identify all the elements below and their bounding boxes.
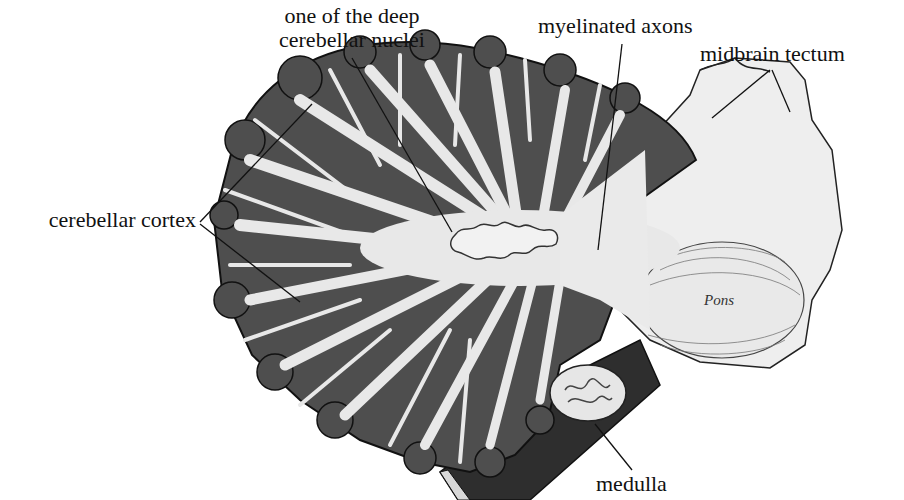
olive — [565, 379, 612, 403]
leader-lines — [200, 44, 790, 470]
structure-label: myelinated axons — [538, 14, 693, 38]
structure-label: midbrain tectum — [700, 42, 845, 66]
dentate-nucleus — [451, 222, 558, 259]
structure-label: medulla — [596, 472, 667, 496]
cut-surface — [440, 470, 470, 500]
structure-label: Pons — [702, 292, 736, 309]
peduncle — [560, 150, 650, 330]
structure-label: cerebellar cortex — [4, 208, 196, 232]
structure-label: one of the deep cerebellar nuclei — [272, 4, 432, 52]
medulla-section — [550, 365, 626, 421]
pons-fibres — [648, 247, 800, 354]
cerebellar-cortex-shape — [214, 42, 696, 472]
